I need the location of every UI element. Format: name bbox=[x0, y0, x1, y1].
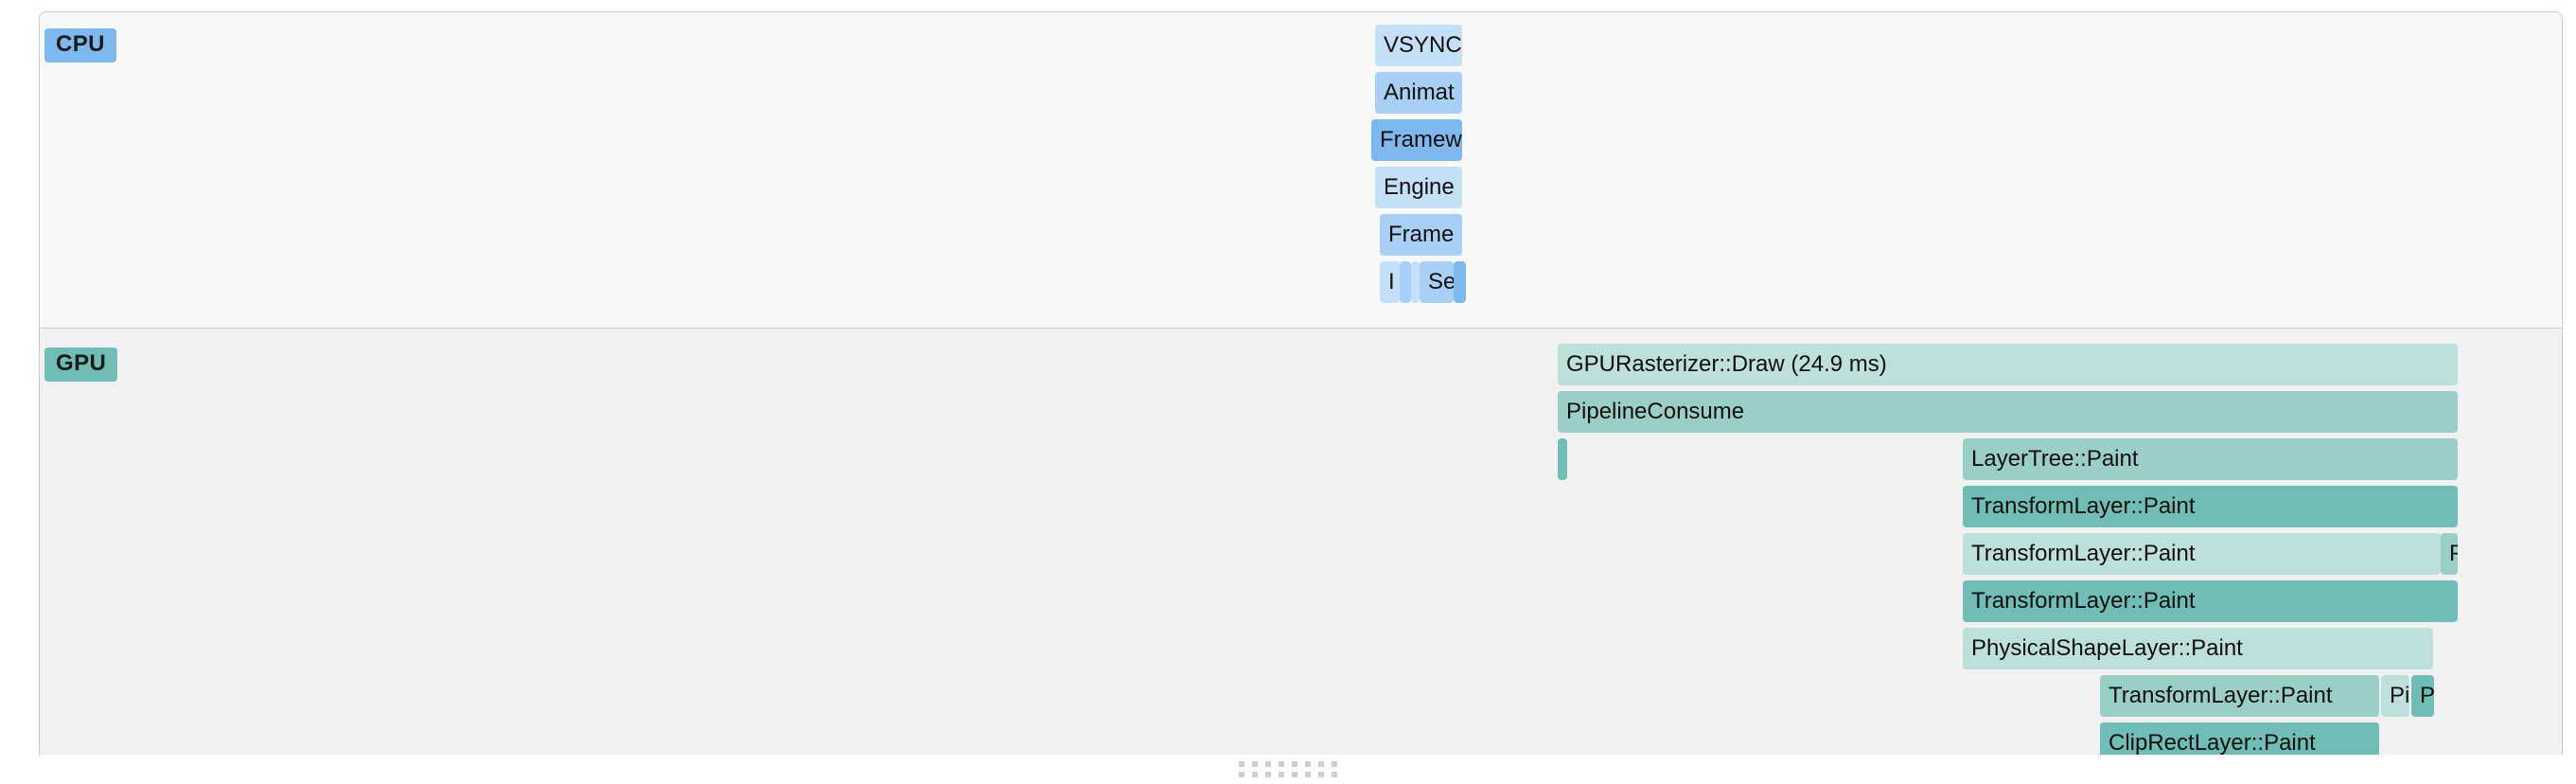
lane: Engine bbox=[40, 167, 2562, 208]
track-gpu[interactable]: GPU GPURasterizer::Draw (24.9 ms)Pipelin… bbox=[40, 328, 2562, 765]
event-bar[interactable]: GPURasterizer::Draw (24.9 ms) bbox=[1558, 344, 2458, 385]
lane: TransformLayer::Paint bbox=[40, 486, 2562, 527]
grip-dot bbox=[1292, 761, 1297, 767]
lane: VSYNC bbox=[40, 25, 2562, 66]
event-bar[interactable]: P bbox=[2411, 675, 2434, 717]
event-bar[interactable] bbox=[1558, 438, 1567, 480]
grip-dots-icon bbox=[1239, 761, 1337, 777]
grip-dot bbox=[1265, 761, 1271, 767]
grip-dot bbox=[1252, 772, 1258, 777]
event-bar[interactable]: TransformLayer::Paint bbox=[2100, 675, 2379, 717]
grip-dot bbox=[1318, 761, 1324, 767]
event-bar[interactable]: I bbox=[1380, 261, 1400, 303]
event-bar[interactable]: Framew bbox=[1371, 119, 1462, 161]
grip-dot bbox=[1239, 772, 1244, 777]
grip-dot bbox=[1305, 761, 1311, 767]
lane: PhysicalShapeLayer::Paint bbox=[40, 628, 2562, 669]
lane: GPURasterizer::Draw (24.9 ms) bbox=[40, 344, 2562, 385]
grip-dot bbox=[1292, 772, 1297, 777]
event-bar[interactable]: Ser bbox=[1420, 261, 1454, 303]
grip-dot bbox=[1332, 772, 1337, 777]
lane: TransformLayer::Paint bbox=[40, 580, 2562, 622]
event-bar[interactable]: Pi bbox=[2381, 675, 2409, 717]
grip-dot bbox=[1279, 761, 1284, 767]
event-bar[interactable]: VSYNC bbox=[1375, 25, 1462, 66]
lane: LayerTree::Paint bbox=[40, 438, 2562, 480]
lane: Animat bbox=[40, 72, 2562, 114]
track-badge-cpu[interactable]: CPU bbox=[44, 28, 116, 62]
lane: PipelineConsume bbox=[40, 391, 2562, 433]
event-bar[interactable]: PipelineConsume bbox=[1558, 391, 2458, 433]
event-bar[interactable]: TransformLayer::Paint bbox=[1963, 533, 2441, 575]
lane: I Ser bbox=[40, 261, 2562, 303]
track-badge-gpu[interactable]: GPU bbox=[44, 347, 118, 382]
timeline-resize-grip[interactable] bbox=[0, 755, 2576, 784]
event-bar[interactable]: Animat bbox=[1375, 72, 1462, 114]
grip-dot bbox=[1239, 761, 1244, 767]
lane: Frame bbox=[40, 214, 2562, 256]
event-bar[interactable]: Engine bbox=[1375, 167, 1462, 208]
grip-dot bbox=[1318, 772, 1324, 777]
grip-dot bbox=[1279, 772, 1284, 777]
event-bar[interactable]: LayerTree::Paint bbox=[1963, 438, 2458, 480]
event-bar[interactable]: PhysicalShapeLayer::Paint bbox=[1963, 628, 2433, 669]
grip-dot bbox=[1265, 772, 1271, 777]
grip-dot bbox=[1305, 772, 1311, 777]
event-bar[interactable] bbox=[1400, 261, 1411, 303]
event-bar[interactable] bbox=[1411, 261, 1420, 303]
event-bar[interactable]: P bbox=[2441, 533, 2458, 575]
grip-dot bbox=[1332, 761, 1337, 767]
event-bar[interactable]: TransformLayer::Paint bbox=[1963, 580, 2458, 622]
event-bar[interactable] bbox=[1454, 261, 1466, 303]
grip-dot bbox=[1252, 761, 1258, 767]
lane: Framew bbox=[40, 119, 2562, 161]
event-bar[interactable]: Frame bbox=[1380, 214, 1462, 256]
event-bar[interactable]: TransformLayer::Paint bbox=[1963, 486, 2458, 527]
